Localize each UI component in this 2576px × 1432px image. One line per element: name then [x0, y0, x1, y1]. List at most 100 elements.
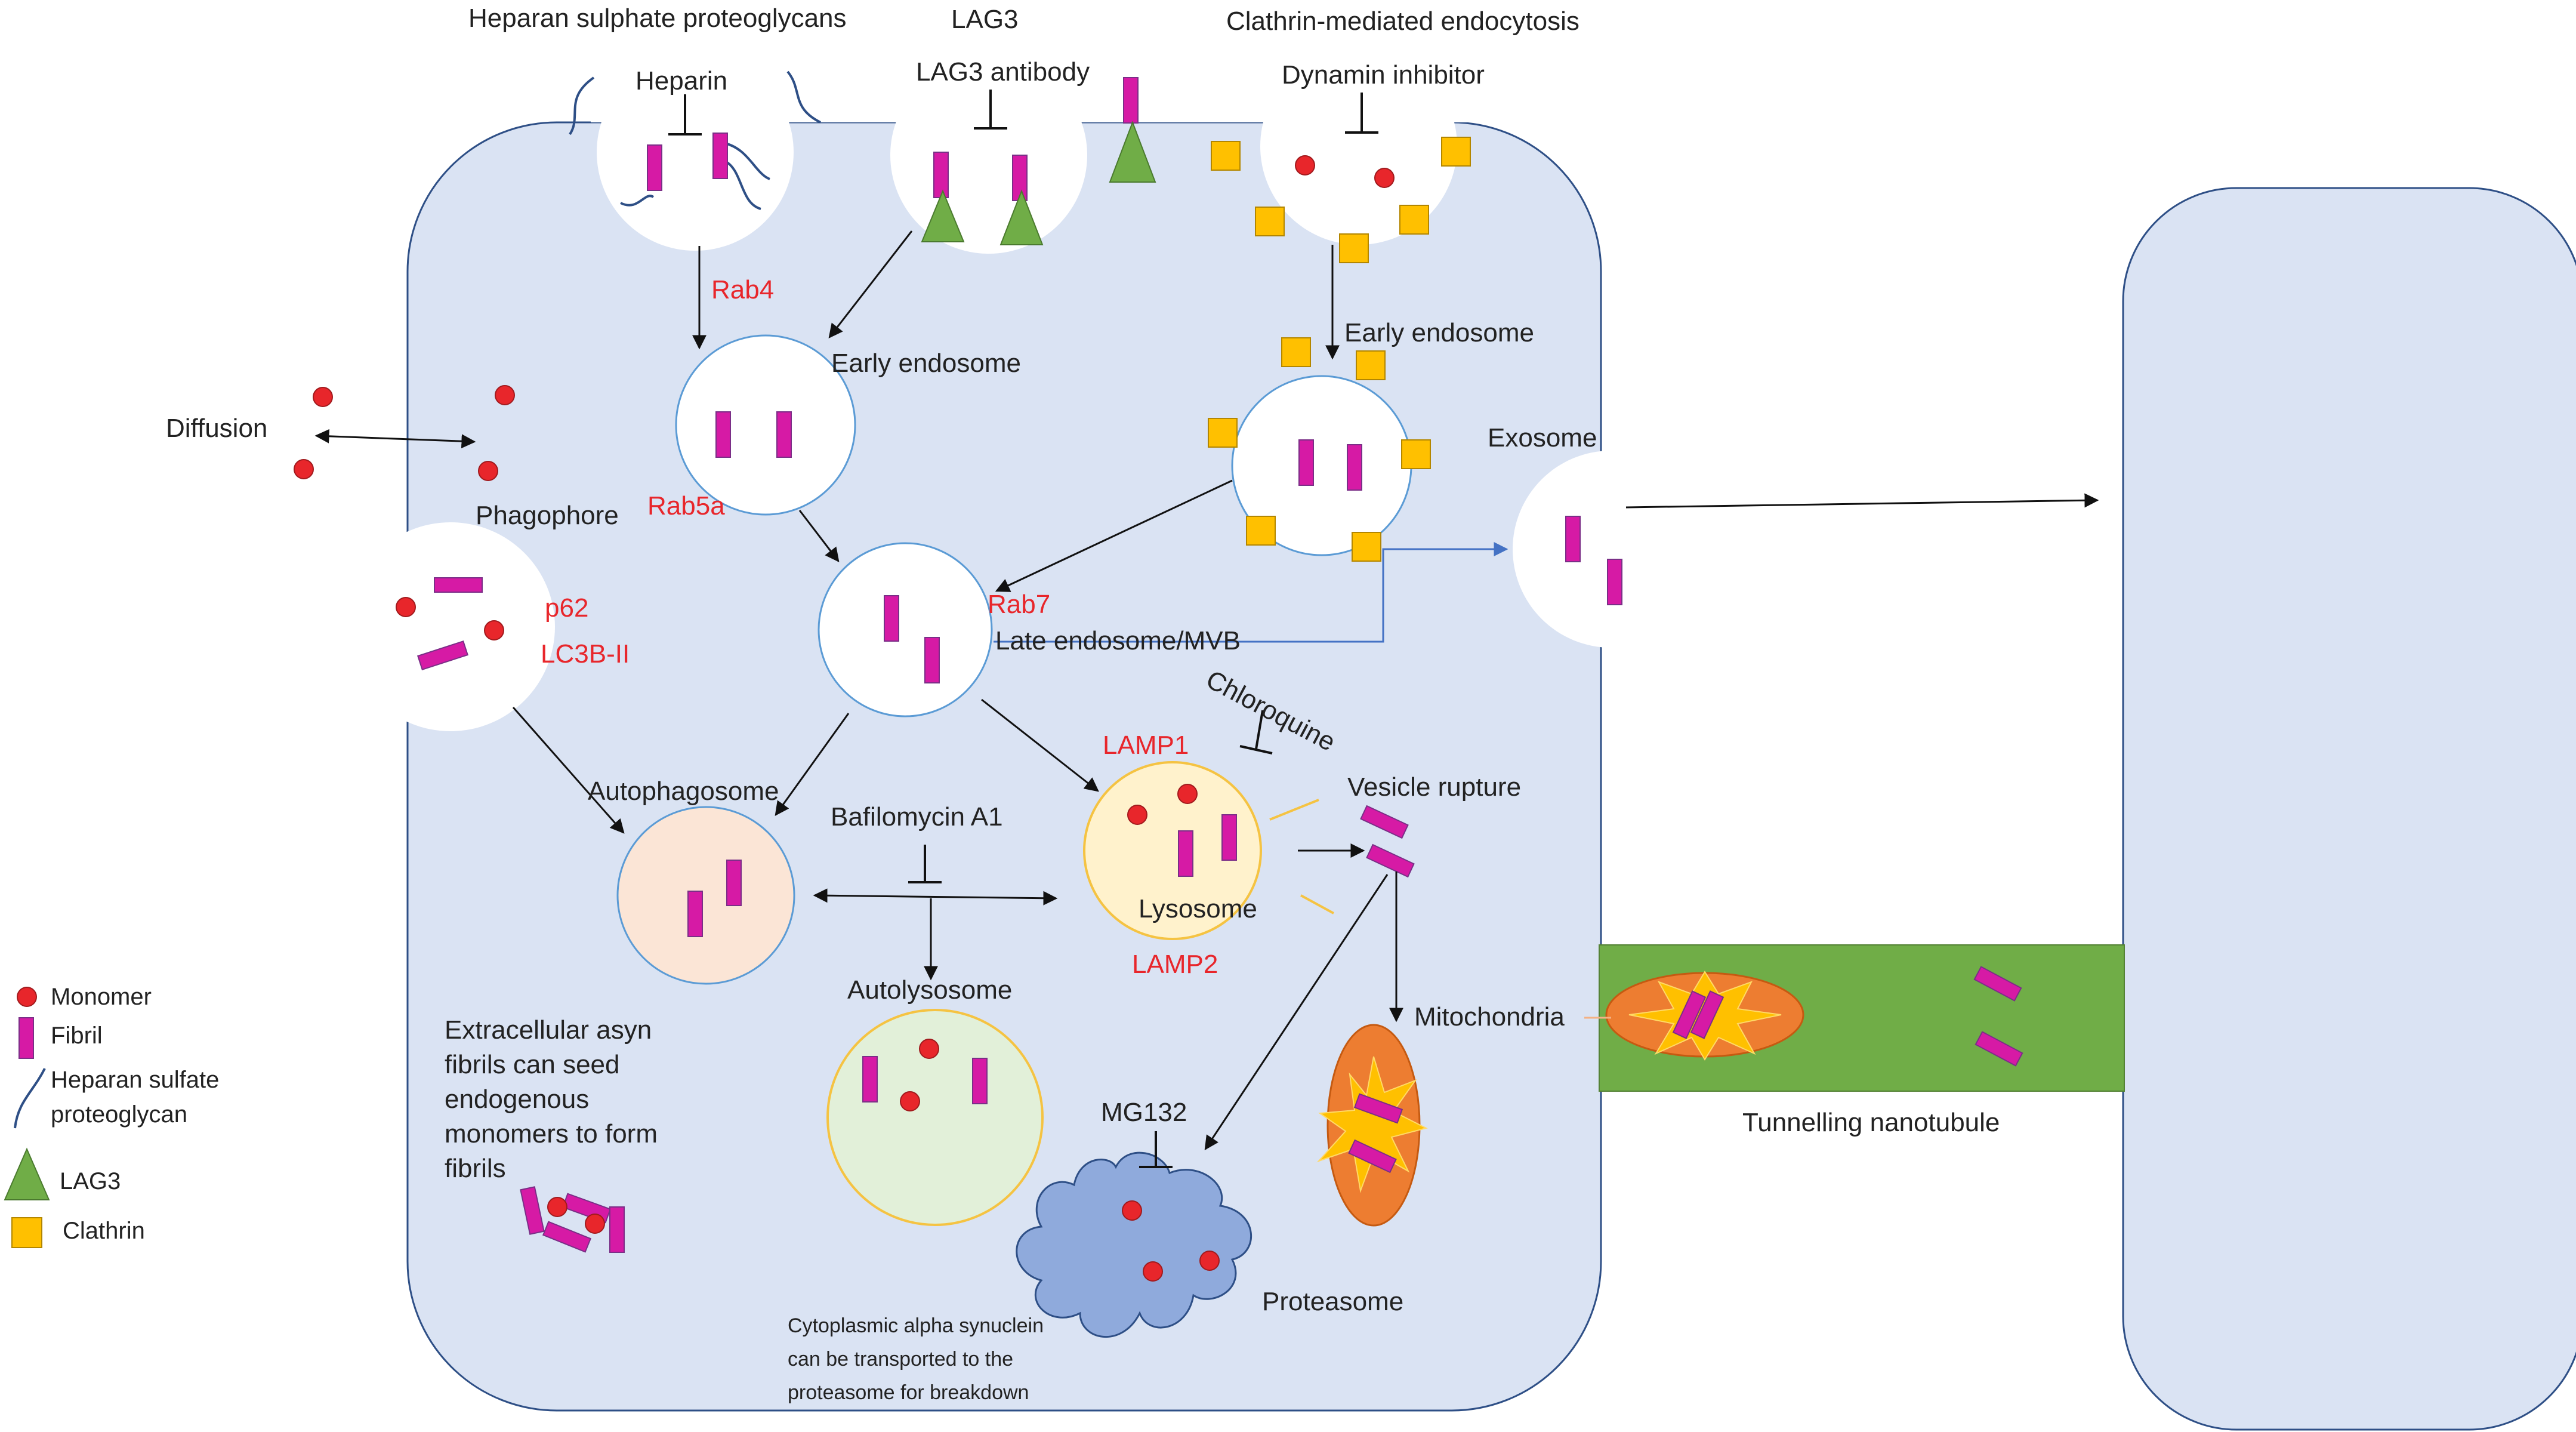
fibril — [647, 144, 662, 191]
lag3-receptor — [1109, 121, 1156, 183]
fibril — [884, 595, 899, 642]
fibril — [862, 1056, 878, 1103]
fibril — [726, 860, 742, 906]
early-endosome-left-label: Early endosome — [831, 349, 1021, 378]
legend-fibril-label: Fibril — [51, 1023, 103, 1049]
arrow-early-to-late — [798, 510, 840, 562]
monomer — [396, 597, 416, 617]
arrow-lag3-to-endosome — [828, 230, 913, 338]
clathrin-invagination — [1260, 48, 1457, 245]
hspg-strand — [724, 142, 770, 180]
autolysosome — [826, 1009, 1044, 1226]
lysosome — [1083, 761, 1262, 940]
fibril — [1298, 439, 1314, 486]
fibril — [1347, 444, 1362, 491]
lc3b-marker: LC3B-II — [541, 639, 630, 669]
arrow-exosome-to-recipient — [1625, 493, 2099, 509]
fibril — [712, 133, 728, 179]
arrow-rupture-to-proteasome — [1204, 874, 1389, 1151]
clathrin — [1339, 233, 1369, 263]
fibril — [1973, 966, 2022, 1002]
legend-lag3-swatch — [4, 1147, 50, 1200]
monomer — [547, 1197, 567, 1217]
late-endosome — [817, 542, 993, 717]
membrane-patch — [591, 101, 1474, 122]
arrow-late-to-lysosome — [981, 698, 1099, 792]
legend-monomer-label: Monomer — [51, 984, 152, 1010]
fibril — [933, 152, 949, 198]
exosome-label: Exosome — [1488, 423, 1597, 452]
clathrin — [1208, 418, 1238, 448]
monomer — [495, 385, 515, 405]
lag3-receptor — [921, 189, 965, 242]
lag3-title: LAG3 — [951, 5, 1019, 34]
hspg-strand — [724, 160, 761, 210]
bafilomycin-inhibitor-bar — [908, 845, 942, 883]
cytoplasmic-note: Cytoplasmic alpha synuclein can be trans… — [788, 1314, 1049, 1404]
recipient-cell — [2122, 187, 2576, 1431]
fibril — [972, 1058, 988, 1104]
fibril — [1672, 990, 1707, 1039]
fibril — [1348, 1139, 1397, 1174]
fibril — [1360, 805, 1409, 839]
clathrin — [1281, 337, 1311, 367]
bafilomycin-label: Bafilomycin A1 — [831, 802, 1003, 832]
lamp2-marker: LAMP2 — [1132, 950, 1218, 979]
p62-marker: p62 — [545, 593, 588, 623]
fibril — [1221, 814, 1237, 861]
monomer — [313, 387, 333, 407]
legend-clathrin-label: Clathrin — [63, 1218, 145, 1244]
clathrin — [1211, 141, 1241, 171]
monomer — [1199, 1251, 1220, 1271]
legend-lag3-label: LAG3 — [60, 1168, 121, 1194]
clathrin — [1352, 532, 1381, 562]
arrow-mvb-to-exosome — [994, 542, 1508, 643]
clathrin — [1246, 516, 1276, 546]
rupture-mark — [1269, 799, 1319, 821]
arrow-late-to-autophagosome — [775, 713, 850, 816]
monomer — [484, 620, 504, 640]
fibril — [1012, 155, 1028, 201]
legend-clathrin-swatch — [11, 1217, 42, 1248]
monomer — [1143, 1261, 1163, 1282]
mg132-inhibitor-bar — [1139, 1131, 1173, 1168]
legend: Monomer Fibril Heparan sulfate proteogly… — [4, 984, 226, 1248]
donor-cell — [406, 121, 1602, 1412]
hspg-strand — [786, 70, 821, 124]
fibril — [1353, 1093, 1403, 1124]
monomer — [900, 1091, 920, 1111]
hspg-strand — [569, 76, 595, 135]
rab5a-marker: Rab5a — [647, 491, 725, 521]
early-endosome-right-label: Early endosome — [1344, 318, 1534, 347]
clathrin — [1441, 137, 1471, 167]
autophagosome-label: Autophagosome — [588, 777, 779, 806]
fibril — [520, 1186, 545, 1235]
mg132-label: MG132 — [1101, 1098, 1187, 1127]
lamp1-marker: LAMP1 — [1103, 731, 1189, 760]
monomer — [294, 459, 314, 479]
monomer — [919, 1039, 939, 1059]
clathrin — [1401, 439, 1431, 469]
fibril — [417, 640, 469, 671]
monomer — [1374, 168, 1395, 188]
hspg-title: Heparan sulphate proteoglycans — [468, 4, 847, 33]
legend-hspg-label: Heparan sulfate proteoglycan — [51, 1067, 226, 1128]
vesicle-rupture-label: Vesicle rupture — [1347, 772, 1521, 802]
rab7-marker: Rab7 — [988, 590, 1050, 619]
clathrin — [1399, 205, 1429, 235]
exosome — [1513, 451, 1710, 648]
fibril — [1123, 77, 1139, 124]
rupture-mark — [1300, 894, 1334, 914]
arrow-right-early-to-late — [995, 479, 1233, 592]
fibril — [542, 1221, 592, 1253]
arrow-diffusion — [314, 429, 476, 449]
fibril — [1975, 1031, 2023, 1067]
dynamin-inhibitor-bar — [1345, 93, 1378, 134]
legend-monomer-swatch — [17, 987, 37, 1007]
proteasome — [1016, 1151, 1252, 1338]
legend-hspg-swatch — [14, 1068, 46, 1129]
early-endosome-left — [675, 334, 856, 516]
monomer — [585, 1214, 605, 1234]
mitochondria-damage-burst — [1316, 1056, 1428, 1193]
